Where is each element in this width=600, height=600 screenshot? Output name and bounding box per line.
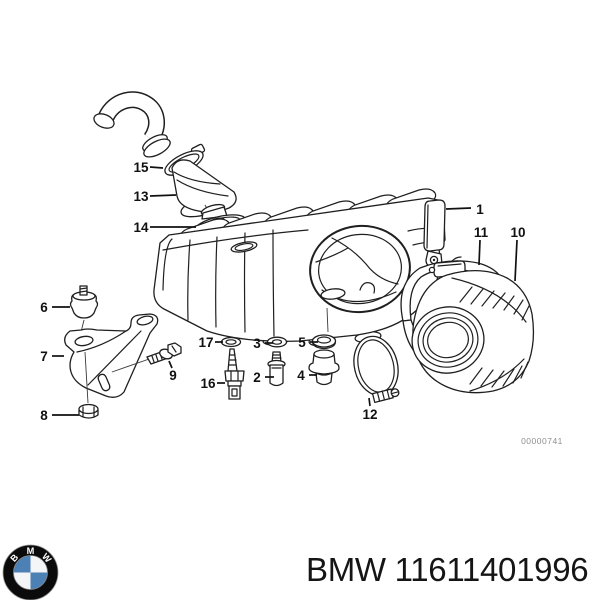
part-label-17: 17 xyxy=(198,335,213,350)
drawing-number: 00000741 xyxy=(521,436,563,446)
part-label-11: 11 xyxy=(474,225,489,240)
part-label-2: 2 xyxy=(253,370,261,385)
part-8-hex-nut xyxy=(78,403,99,419)
part-label-15: 15 xyxy=(133,160,149,175)
logo-letter-b: B xyxy=(8,552,20,564)
part-label-14: 14 xyxy=(133,220,149,235)
part-label-10: 10 xyxy=(510,225,525,240)
part-12-hose-clamp xyxy=(353,335,400,404)
part-5-washer xyxy=(311,334,337,350)
part-label-9: 9 xyxy=(169,368,177,383)
leader-line-10 xyxy=(514,239,518,282)
leader-line-11 xyxy=(478,239,481,266)
part-6-rubber-mount xyxy=(69,285,99,333)
leader-line-1 xyxy=(445,207,472,210)
part-label-4: 4 xyxy=(297,368,305,383)
part-label-6: 6 xyxy=(40,300,48,315)
leader-line-15 xyxy=(149,166,164,169)
part-number-text: BMW 11611401996 xyxy=(306,551,589,588)
part-2-bolt xyxy=(267,351,286,387)
bmw-logo: B M W xyxy=(2,544,59,600)
part-10-corrugated-boot xyxy=(411,270,535,394)
part-label-5: 5 xyxy=(298,335,306,350)
part-label-12: 12 xyxy=(362,407,377,422)
part-label-8: 8 xyxy=(40,408,48,423)
part-label-3: 3 xyxy=(253,336,261,351)
part-7-support-bracket xyxy=(64,313,159,404)
part-16-temp-sensor xyxy=(224,348,245,400)
intake-elbow-pipe xyxy=(93,91,171,158)
leader-line-12 xyxy=(368,397,371,407)
part-label-7: 7 xyxy=(40,349,48,364)
part-label-16: 16 xyxy=(200,376,216,391)
part-17-washer xyxy=(220,336,242,348)
logo-letter-m: M xyxy=(27,546,35,556)
leader-line-9 xyxy=(168,360,173,369)
part-3-washer xyxy=(266,336,288,348)
part-9-bolt xyxy=(111,342,182,373)
part-label-13: 13 xyxy=(133,189,149,204)
part-4-grommet xyxy=(308,349,340,386)
part-label-1: 1 xyxy=(476,202,484,217)
leader-line-13 xyxy=(149,194,177,197)
